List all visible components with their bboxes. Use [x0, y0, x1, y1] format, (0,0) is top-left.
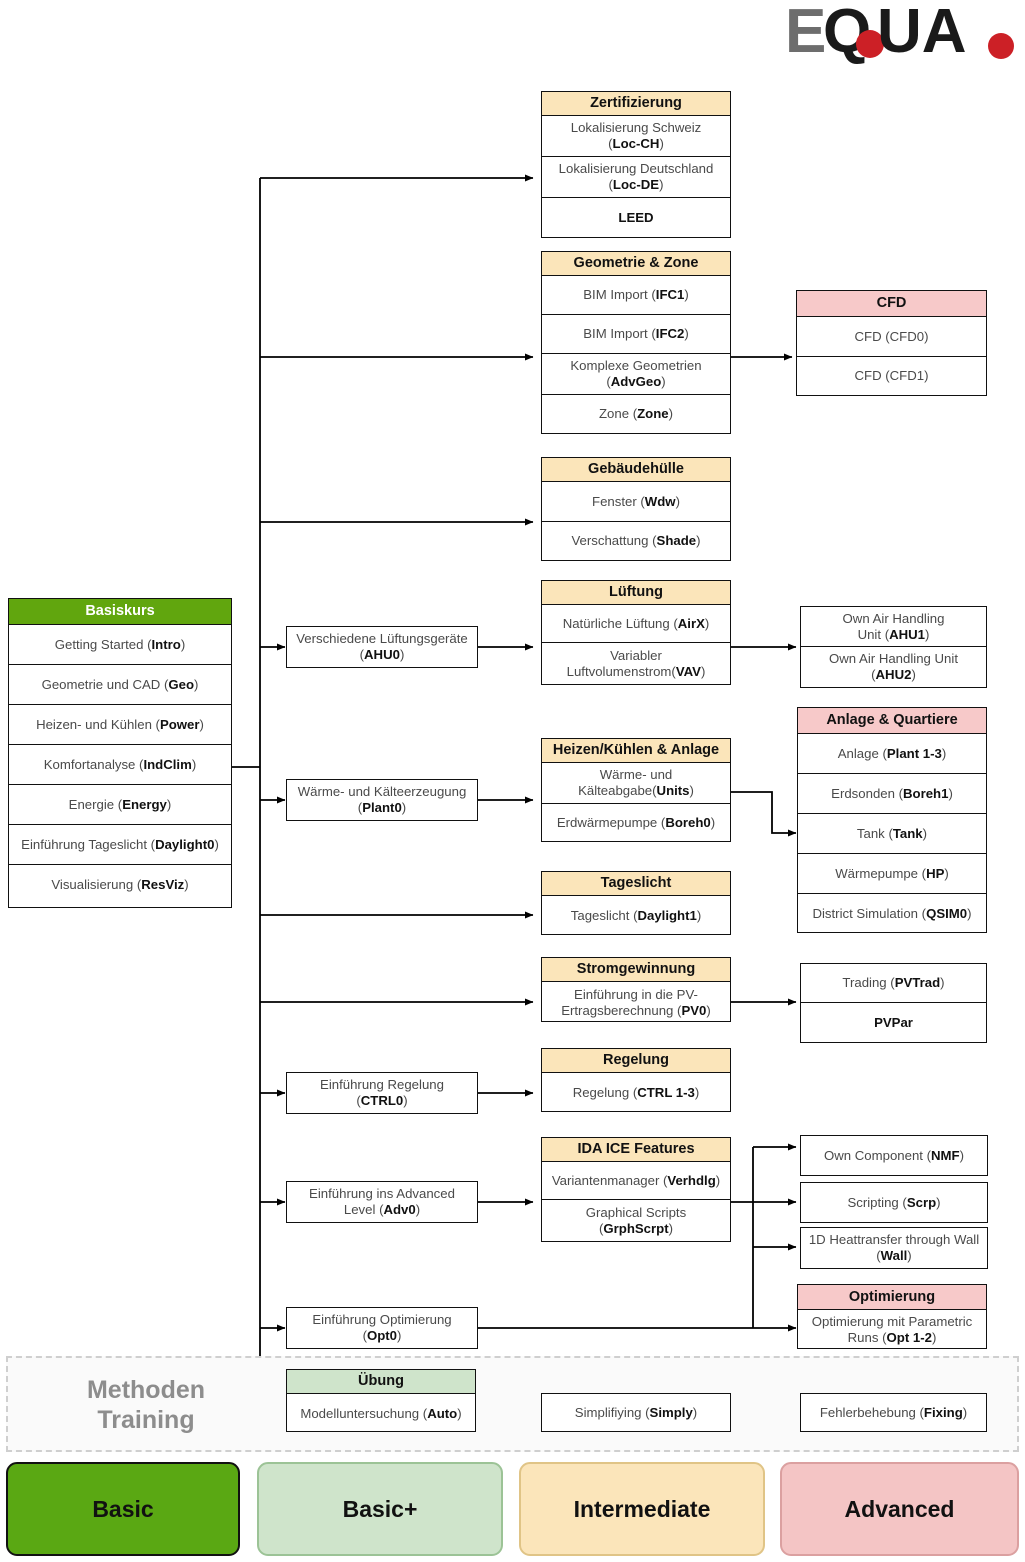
list-item[interactable]: Regelung (CTRL 1-3)	[572, 1085, 700, 1101]
group-basiskurs[interactable]: Basiskurs Getting Started (Intro) Geomet…	[8, 598, 232, 908]
svg-text:UA: UA	[877, 2, 967, 64]
list-item[interactable]: Lokalisierung Schweiz(Loc-CH)	[542, 116, 730, 157]
list-item[interactable]: Einführung in die PV-Ertragsberechnung (…	[561, 986, 711, 1018]
box-scrp[interactable]: Scripting (Scrp)	[800, 1182, 988, 1223]
group-ida-ice-features[interactable]: IDA ICE Features Variantenmanager (Verhd…	[541, 1137, 731, 1242]
equa-logo: E Q UA	[785, 2, 1017, 64]
list-item[interactable]: Einführung Tageslicht (Daylight0)	[9, 825, 231, 865]
list-item[interactable]: Graphical Scripts(GrphScrpt)	[585, 1204, 687, 1236]
list-item[interactable]: CFD (CFD1)	[854, 368, 929, 384]
list-item[interactable]: Komplexe Geometrien(AdvGeo)	[542, 354, 730, 395]
group-pv-outputs[interactable]: Trading (PVTrad) PVPar	[800, 963, 987, 1043]
group-title: Anlage & Quartiere	[798, 708, 986, 734]
list-item[interactable]: Wärmepumpe (HP)	[798, 854, 986, 894]
list-item[interactable]: LEED	[618, 209, 654, 225]
list-item[interactable]: Geometrie und CAD (Geo)	[9, 665, 231, 705]
group-title: Optimierung	[798, 1285, 986, 1310]
list-item[interactable]: PVPar	[874, 1014, 913, 1030]
group-gebaeudehuelle[interactable]: Gebäudehülle Fenster (Wdw) Verschattung …	[541, 457, 731, 561]
group-uebung[interactable]: Übung Modelluntersuchung (Auto)	[286, 1369, 476, 1432]
group-lueftung[interactable]: Lüftung Natürliche Lüftung (AirX) Variab…	[541, 580, 731, 685]
list-item[interactable]: Anlage (Plant 1-3)	[798, 734, 986, 774]
list-item[interactable]: District Simulation (QSIM0)	[812, 906, 972, 922]
list-item[interactable]: Visualisierung (ResViz)	[51, 877, 189, 893]
group-tageslicht[interactable]: Tageslicht Tageslicht (Daylight1)	[541, 871, 731, 935]
legend-basic-plus[interactable]: Basic+	[257, 1462, 503, 1556]
group-title: Zertifizierung	[542, 92, 730, 116]
list-item[interactable]: Energie (Energy)	[9, 785, 231, 825]
group-anlage-quartiere[interactable]: Anlage & Quartiere Anlage (Plant 1-3) Er…	[797, 707, 987, 933]
list-item[interactable]: Zone (Zone)	[598, 406, 674, 422]
list-item[interactable]: Fenster (Wdw)	[542, 482, 730, 522]
list-item[interactable]: Erdwärmepumpe (Boreh0)	[556, 814, 716, 830]
legend-basic[interactable]: Basic	[6, 1462, 240, 1556]
group-title: Regelung	[542, 1049, 730, 1073]
box-fixing[interactable]: Fehlerbehebung (Fixing)	[800, 1393, 987, 1432]
svg-text:E: E	[785, 2, 826, 64]
box-simply[interactable]: Simplifiying (Simply)	[541, 1393, 731, 1432]
legend-intermediate[interactable]: Intermediate	[519, 1462, 765, 1556]
list-item[interactable]: BIM Import (IFC2)	[542, 315, 730, 354]
list-item[interactable]: Tageslicht (Daylight1)	[570, 908, 702, 924]
list-item[interactable]: Lokalisierung Deutschland(Loc-DE)	[542, 157, 730, 198]
list-item[interactable]: Verschattung (Shade)	[571, 533, 701, 549]
group-title: IDA ICE Features	[542, 1138, 730, 1162]
list-item[interactable]: Trading (PVTrad)	[801, 964, 986, 1003]
list-item[interactable]: BIM Import (IFC1)	[542, 276, 730, 315]
box-wall[interactable]: 1D Heattransfer through Wall(Wall)	[800, 1227, 988, 1269]
box-ctrl0[interactable]: Einführung Regelung(CTRL0)	[286, 1072, 478, 1114]
list-item[interactable]: Erdsonden (Boreh1)	[798, 774, 986, 814]
group-title: Heizen/Kühlen & Anlage	[542, 739, 730, 763]
box-plant0[interactable]: Wärme- und Kälteerzeugung(Plant0)	[286, 779, 478, 821]
group-cfd[interactable]: CFD CFD (CFD0) CFD (CFD1)	[796, 290, 987, 396]
mt-line2: Training	[97, 1406, 195, 1434]
group-title: CFD	[797, 291, 986, 317]
group-title: Stromgewinnung	[542, 958, 730, 982]
list-item[interactable]: Komfortanalyse (IndClim)	[9, 745, 231, 785]
group-title: Lüftung	[542, 581, 730, 605]
list-item[interactable]: Heizen- und Kühlen (Power)	[9, 705, 231, 745]
group-title: Tageslicht	[542, 872, 730, 896]
list-item[interactable]: Own Air Handling Unit(AHU2)	[828, 651, 958, 682]
list-item[interactable]: Getting Started (Intro)	[9, 625, 231, 665]
group-title: Übung	[287, 1370, 475, 1394]
group-stromgewinnung[interactable]: Stromgewinnung Einführung in die PV-Ertr…	[541, 957, 731, 1022]
methoden-training-label: Methoden Training	[36, 1370, 256, 1440]
group-title: Geometrie & Zone	[542, 252, 730, 276]
box-opt0[interactable]: Einführung Optimierung(Opt0)	[286, 1307, 478, 1349]
list-item[interactable]: Tank (Tank)	[798, 814, 986, 854]
legend-advanced[interactable]: Advanced	[780, 1462, 1019, 1556]
box-nmf[interactable]: Own Component (NMF)	[800, 1135, 988, 1176]
group-geometrie-zone[interactable]: Geometrie & Zone BIM Import (IFC1) BIM I…	[541, 251, 731, 434]
group-zertifizierung[interactable]: Zertifizierung Lokalisierung Schweiz(Loc…	[541, 91, 731, 238]
list-item[interactable]: Variantenmanager (Verhdlg)	[542, 1162, 730, 1200]
list-item[interactable]: Natürliche Lüftung (AirX)	[542, 605, 730, 643]
group-title: Basiskurs	[9, 599, 231, 625]
box-ahu0[interactable]: Verschiedene Lüftungsgeräte(AHU0)	[286, 626, 478, 668]
list-item[interactable]: CFD (CFD0)	[797, 317, 986, 357]
list-item[interactable]: Modelluntersuchung (Auto)	[300, 1405, 462, 1421]
group-regelung[interactable]: Regelung Regelung (CTRL 1-3)	[541, 1048, 731, 1112]
mt-line1: Methoden	[86, 1375, 206, 1404]
group-title: Gebäudehülle	[542, 458, 730, 482]
